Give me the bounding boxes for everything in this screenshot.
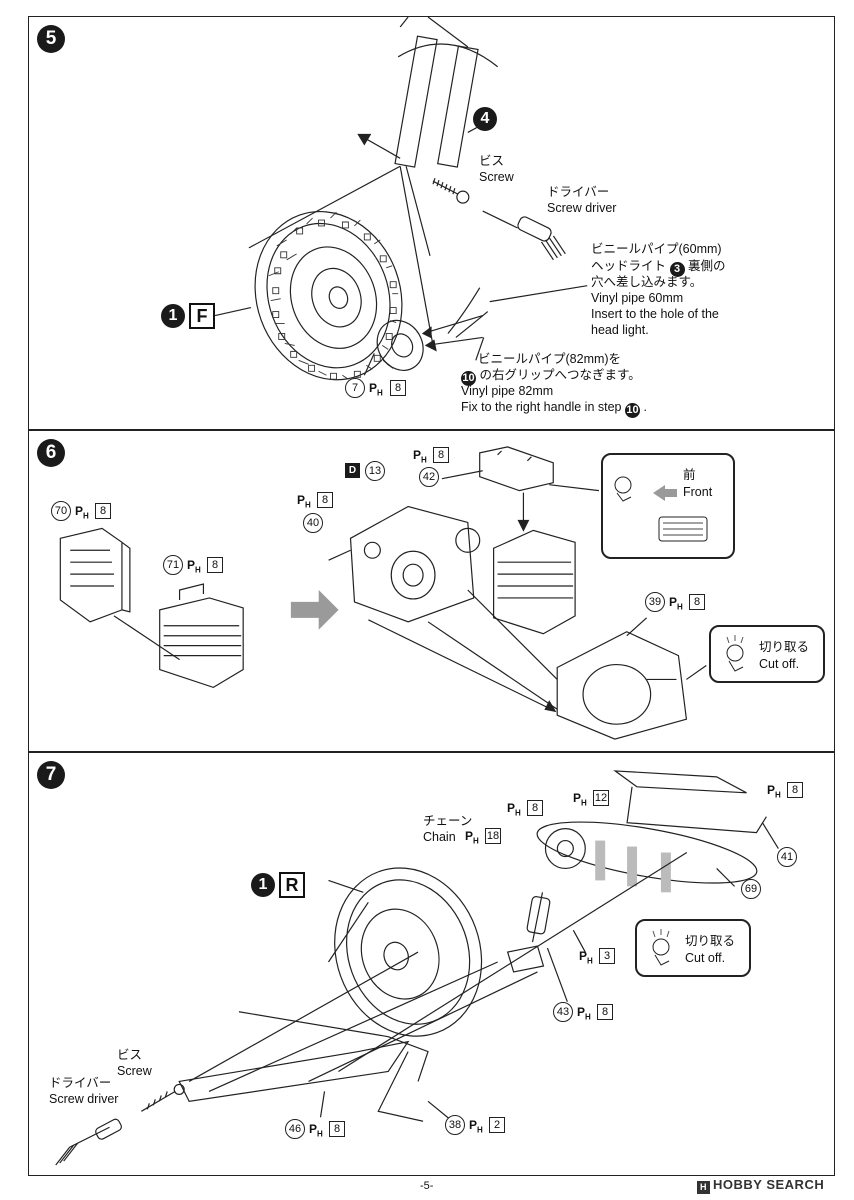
parts-tree-number: 18 xyxy=(485,828,501,844)
parts-tree-label: PH xyxy=(579,949,593,966)
parts-tree-number: 8 xyxy=(787,782,803,798)
parts-tree-number: 8 xyxy=(597,1004,613,1020)
part-number-39: 39 xyxy=(645,592,665,612)
screw-label-en: Screw xyxy=(117,1064,152,1078)
screw-label-en: Screw xyxy=(479,170,514,184)
part-number-70: 70 xyxy=(51,501,71,521)
part-number-69: 69 xyxy=(741,879,761,899)
cutoff-label-jp: 切り取る xyxy=(759,640,810,654)
parts-tree-label: PH xyxy=(507,801,521,818)
part-number-40: 40 xyxy=(303,513,323,533)
parts-tree-label: PH xyxy=(577,1005,591,1022)
parts-tree-label: PH xyxy=(75,504,89,521)
parts-tree-number: 2 xyxy=(489,1117,505,1133)
front-wheel-letter: F xyxy=(189,303,215,329)
parts-tree-number: 8 xyxy=(689,594,705,610)
part-number-41: 41 xyxy=(777,847,797,867)
assembly-ref-badge: 1 xyxy=(161,304,185,328)
cutter-icon xyxy=(652,929,670,966)
parts-tree-number: 8 xyxy=(433,447,449,463)
parts-tree-label: PH xyxy=(297,493,311,510)
step-7-panel: 7 1 R チェーン Chain PH 18 PH 8 PH 12 PH 8 4… xyxy=(28,752,835,1176)
parts-tree-label: PH xyxy=(469,1118,483,1135)
front-label-en: Front xyxy=(683,485,713,499)
step-7-diagram xyxy=(55,770,779,1166)
part-number-13: 13 xyxy=(365,461,385,481)
part-number-71: 71 xyxy=(163,555,183,575)
step-number: 5 xyxy=(37,25,65,53)
parts-tree-number: 3 xyxy=(599,948,615,964)
cutoff-callout: 切り取る Cut off. xyxy=(709,625,825,683)
parts-tree-number: 12 xyxy=(593,790,609,806)
parts-tree-number: 8 xyxy=(207,557,223,573)
cutoff-callout: 切り取る Cut off. xyxy=(635,919,751,977)
chain-label-jp: チェーン xyxy=(423,814,473,828)
step-5-panel: 5 4 ビス Screw ドライバー Screw driver ビニールパイプ(… xyxy=(28,16,835,430)
driver-label-jp: ドライバー xyxy=(547,185,610,199)
sprue-d-label: D xyxy=(345,463,360,478)
cutter-icon xyxy=(726,635,744,672)
part-number-7: 7 xyxy=(345,378,365,398)
cutoff-label-en: Cut off. xyxy=(685,951,726,965)
parts-tree-number: 8 xyxy=(317,492,333,508)
hand-pointer-icon xyxy=(614,476,708,542)
part-number-42: 42 xyxy=(419,467,439,487)
parts-tree-label: PH xyxy=(309,1122,323,1139)
assembly-ref-badge: 1 xyxy=(251,873,275,897)
parts-tree-label: PH xyxy=(465,829,479,846)
parts-tree-label: PH xyxy=(413,448,427,465)
parts-tree-number: 8 xyxy=(329,1121,345,1137)
driver-label-en: Screw driver xyxy=(547,201,617,215)
step-number: 7 xyxy=(37,761,65,789)
ref-step-4-badge: 4 xyxy=(473,107,497,131)
step-6-panel: 6 70 PH 8 71 PH 8 PH 8 40 D 13 PH 8 42 3… xyxy=(28,430,835,752)
parts-tree-number: 8 xyxy=(527,800,543,816)
ref-step-10-badge: 10 xyxy=(461,371,476,386)
page-number: -5- xyxy=(420,1180,434,1192)
chain-label-en: Chain xyxy=(423,830,456,844)
step-number: 6 xyxy=(37,439,65,467)
cutoff-label-en: Cut off. xyxy=(759,657,800,671)
ref-step-3-badge: 3 xyxy=(669,262,685,277)
cutoff-label-jp: 切り取る xyxy=(685,934,736,948)
part-number-46: 46 xyxy=(285,1119,305,1139)
rear-wheel-letter: R xyxy=(279,872,305,898)
hobby-search-logo-icon: H xyxy=(697,1181,710,1194)
parts-tree-label: PH xyxy=(573,791,587,808)
parts-tree-number: 8 xyxy=(390,380,406,396)
parts-tree-label: PH xyxy=(187,558,201,575)
front-direction-callout: 前 Front xyxy=(601,453,735,559)
parts-tree-label: PH xyxy=(767,783,781,800)
driver-label-jp: ドライバー xyxy=(49,1076,112,1090)
driver-label-en: Screw driver xyxy=(49,1092,119,1106)
step-5-diagram xyxy=(214,17,588,381)
parts-tree-label: PH xyxy=(669,595,683,612)
part-number-43: 43 xyxy=(553,1002,573,1022)
ref-step-10-badge: 10 xyxy=(625,403,640,418)
parts-tree-label: PH xyxy=(369,381,383,398)
front-label-jp: 前 xyxy=(683,468,696,482)
parts-tree-number: 8 xyxy=(95,503,111,519)
screw-label-jp: ビス xyxy=(117,1048,143,1062)
part-number-38: 38 xyxy=(445,1115,465,1135)
screw-label-jp: ビス xyxy=(479,154,505,168)
step-6-diagram xyxy=(59,446,707,740)
